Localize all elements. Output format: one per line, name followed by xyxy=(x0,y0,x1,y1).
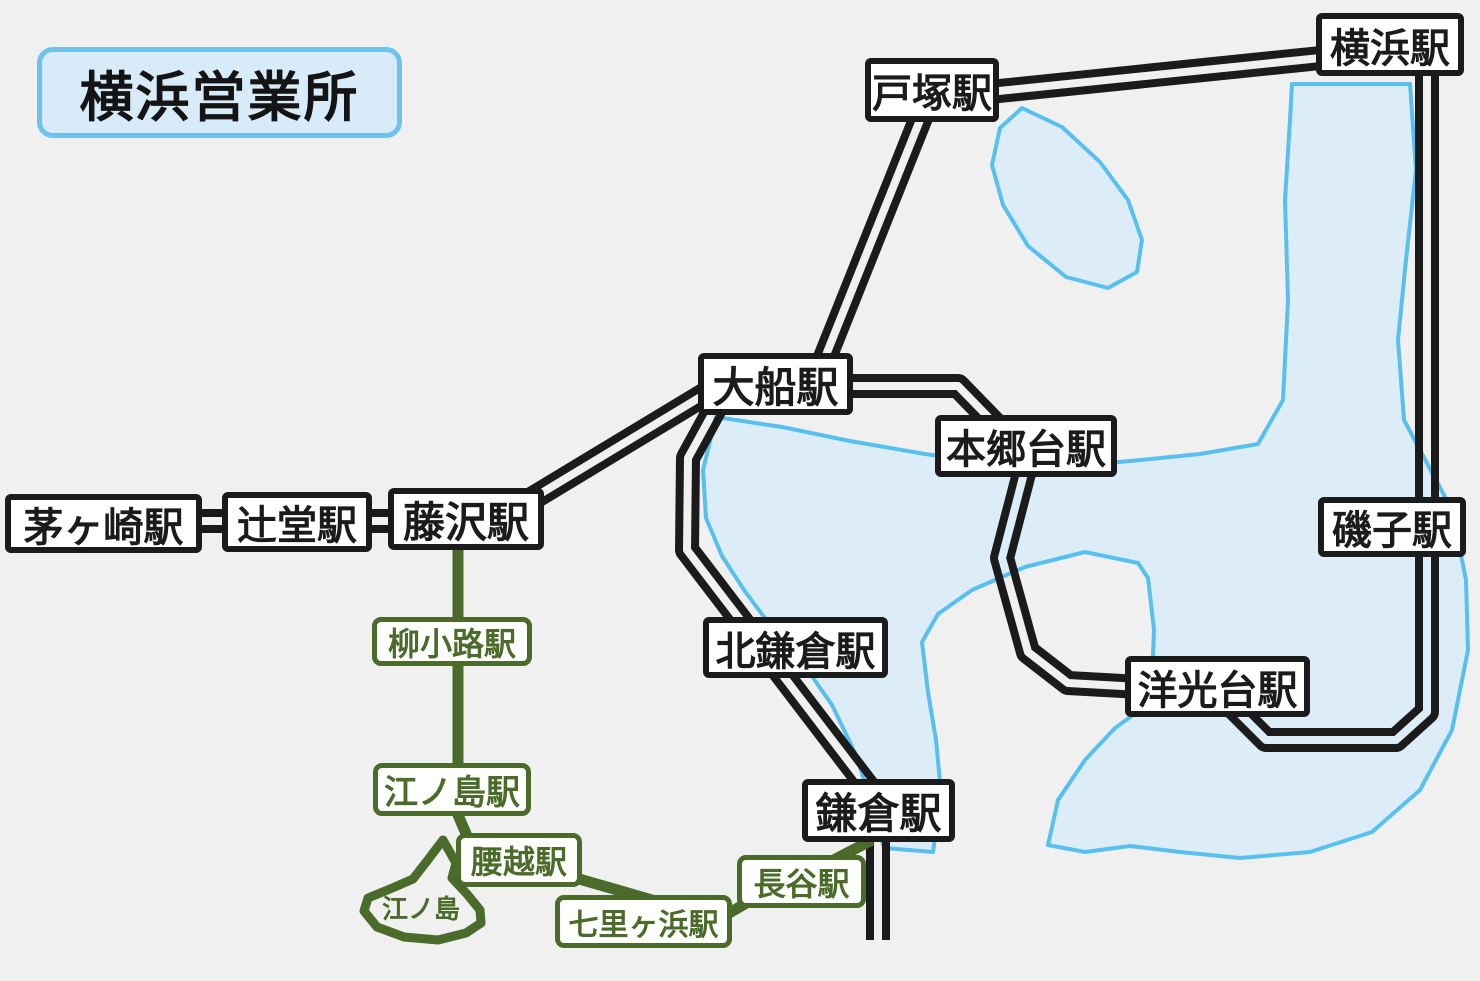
rail-ofuna-hongodai-yokodai xyxy=(830,374,1141,699)
station-totsuka: 戸塚駅 xyxy=(865,58,999,122)
station-label: 江ノ島駅 xyxy=(384,774,520,812)
station-hase: 長谷駅 xyxy=(737,855,866,908)
station-label: 腰越駅 xyxy=(470,844,567,880)
enoshima-island-label: 江ノ島 xyxy=(382,894,460,924)
station-label: 七里ヶ浜駅 xyxy=(568,908,719,942)
station-yokodai: 洋光台駅 xyxy=(1125,656,1310,717)
station-chigasaki: 茅ヶ崎駅 xyxy=(5,494,202,553)
station-label: 藤沢駅 xyxy=(402,498,529,546)
station-yokohama: 横浜駅 xyxy=(1316,13,1464,76)
station-label: 横浜駅 xyxy=(1330,26,1450,71)
station-kitakamakura: 北鎌倉駅 xyxy=(703,617,888,678)
station-isogo: 磯子駅 xyxy=(1318,497,1466,557)
station-tsujido: 辻堂駅 xyxy=(222,492,372,552)
station-ofuna: 大船駅 xyxy=(698,353,853,415)
station-yanagikoji: 柳小路駅 xyxy=(372,617,532,666)
station-shichirigahama: 七里ヶ浜駅 xyxy=(555,895,732,948)
station-label: 長谷駅 xyxy=(753,865,850,902)
station-label: 鎌倉駅 xyxy=(815,790,942,837)
rail-totsuka-yokohama xyxy=(958,43,1352,107)
water-pond-totsuka xyxy=(990,106,1144,290)
station-enoshima: 江ノ島駅 xyxy=(373,763,531,816)
office-title-label: 横浜営業所 xyxy=(79,68,360,128)
station-label: 辻堂駅 xyxy=(237,504,357,548)
station-kamakura: 鎌倉駅 xyxy=(802,779,955,842)
station-label: 大船駅 xyxy=(712,363,839,411)
station-label: 戸塚駅 xyxy=(872,72,992,116)
station-koshigoe: 腰越駅 xyxy=(456,833,582,887)
station-label: 本郷台駅 xyxy=(946,428,1106,472)
rail-fujisawa-ofuna xyxy=(513,379,719,517)
enoshima-island xyxy=(359,835,486,945)
rail-ofuna-totsuka xyxy=(808,85,944,375)
office-title: 横浜営業所 xyxy=(37,47,402,138)
station-label: 洋光台駅 xyxy=(1137,668,1298,713)
station-fujisawa: 藤沢駅 xyxy=(388,488,544,550)
station-label: 柳小路駅 xyxy=(387,625,516,662)
rail-ofuna-kitakamakura-kamakura xyxy=(675,390,890,940)
station-label: 磯子駅 xyxy=(1332,509,1452,553)
station-label: 北鎌倉駅 xyxy=(715,629,876,674)
station-hongodai: 本郷台駅 xyxy=(935,415,1117,477)
station-label: 茅ヶ崎駅 xyxy=(23,505,184,550)
